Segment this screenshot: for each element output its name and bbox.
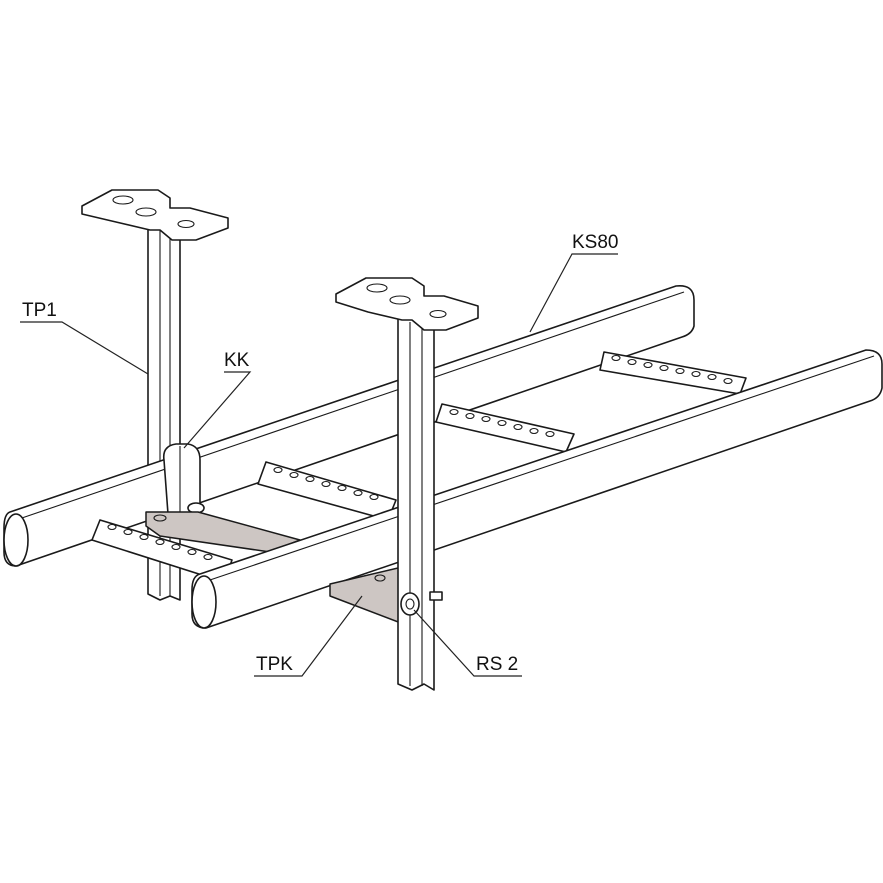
label-rs2: RS 2 bbox=[476, 654, 518, 675]
tp1-ceiling-hanger-right bbox=[335, 277, 479, 691]
leader-kk bbox=[183, 371, 252, 449]
leader-tp1 bbox=[20, 321, 149, 375]
ladder-rung-2 bbox=[257, 461, 397, 521]
leader-tpk bbox=[254, 595, 363, 677]
label-kk: KK bbox=[224, 350, 250, 371]
label-ks80: KS80 bbox=[572, 232, 618, 253]
ladder-rung-4 bbox=[599, 351, 747, 395]
leader-lines bbox=[20, 253, 618, 677]
kk-clamp bbox=[162, 443, 205, 519]
rs2-bolt bbox=[400, 591, 443, 616]
ladder-rung-3 bbox=[435, 403, 575, 453]
ks80-front-side-rail bbox=[191, 349, 883, 629]
label-tpk: TPK bbox=[256, 654, 293, 675]
label-tp1: TP1 bbox=[22, 300, 57, 321]
leader-rs2 bbox=[413, 609, 522, 677]
leader-ks80 bbox=[529, 253, 618, 333]
